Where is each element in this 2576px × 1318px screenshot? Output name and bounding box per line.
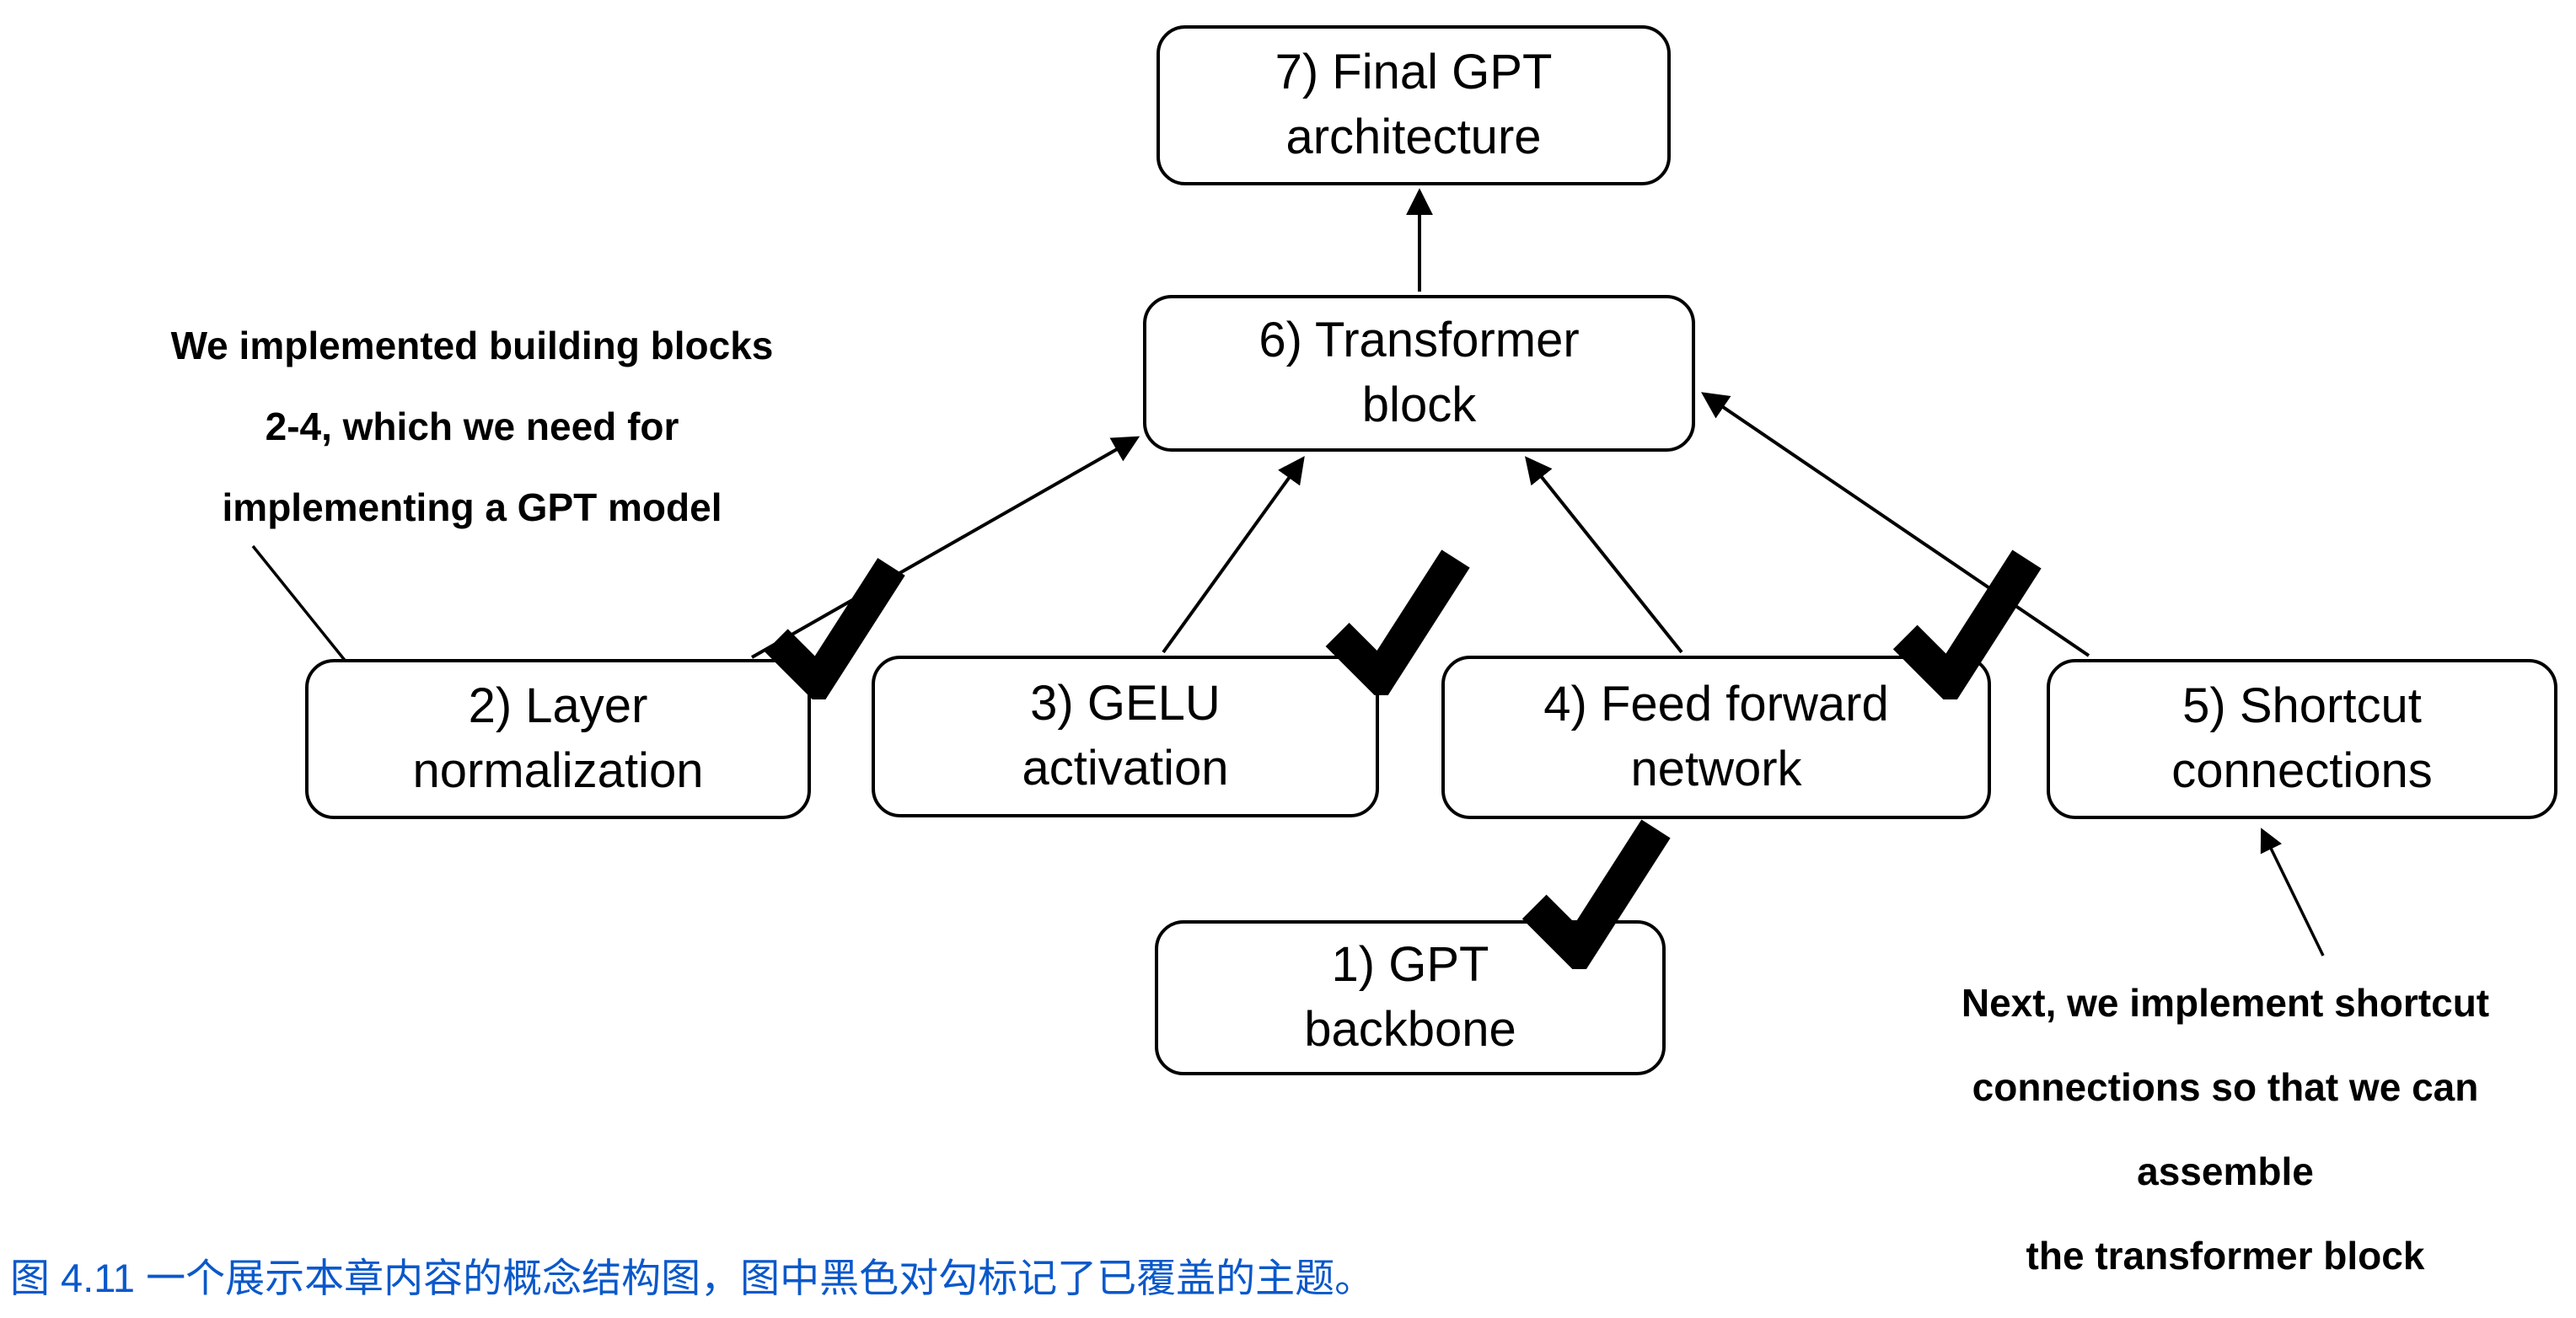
- annotation-implemented-blocks: We implemented building blocks 2-4, whic…: [110, 305, 835, 548]
- annotation-next-shortcut: Next, we implement shortcut connections …: [1880, 961, 2571, 1298]
- annotation-line: We implemented building blocks: [170, 324, 774, 367]
- node-label-line: activation: [1022, 741, 1229, 796]
- node-label-line: connections: [2171, 743, 2433, 798]
- check-icon: [1892, 549, 2042, 699]
- node-label-line: 3) GELU: [1030, 676, 1221, 731]
- annotation-line: implementing a GPT model: [222, 485, 722, 529]
- node-label-line: backbone: [1304, 1002, 1516, 1057]
- check-icon: [1325, 549, 1470, 695]
- annotation-line: Next, we implement shortcut: [1961, 981, 2490, 1025]
- node-label-line: architecture: [1285, 110, 1542, 164]
- node-label-line: 2) Layer: [468, 678, 648, 734]
- edge-annotation-right-to-shortcut: [2260, 828, 2325, 956]
- check-icon: [1521, 819, 1671, 969]
- node-label-line: block: [1361, 378, 1477, 432]
- node-shortcut-connections: 5) Shortcut connections: [2047, 659, 2557, 819]
- node-label-line: 1) GPT: [1331, 937, 1489, 993]
- edge-feed-forward-to-transformer-block: [1525, 456, 1683, 654]
- node-label-line: 5) Shortcut: [2182, 678, 2422, 734]
- node-feed-forward-network: 4) Feed forward network: [1441, 656, 1991, 819]
- node-label-line: 6) Transformer: [1258, 313, 1580, 368]
- node-label-line: normalization: [412, 743, 704, 798]
- node-final-gpt-architecture: 7) Final GPT architecture: [1157, 25, 1671, 185]
- node-label-line: 4) Feed forward: [1543, 677, 1889, 732]
- check-icon: [765, 558, 905, 699]
- annotation-line: connections so that we can assemble: [1972, 1065, 2479, 1193]
- node-gelu-activation: 3) GELU activation: [872, 656, 1379, 817]
- edge-gelu-to-transformer-block: [1162, 456, 1305, 654]
- node-layer-normalization: 2) Layer normalization: [305, 659, 811, 819]
- node-transformer-block: 6) Transformer block: [1143, 295, 1695, 452]
- node-label-line: network: [1630, 742, 1802, 796]
- annotation-line: 2-4, which we need for: [265, 405, 679, 448]
- figure-caption: 图 4.11 一个展示本章内容的概念结构图，图中黑色对勾标记了已覆盖的主题。: [10, 1256, 1375, 1300]
- node-label-line: 7) Final GPT: [1275, 45, 1553, 100]
- annotation-line: the transformer block: [2026, 1234, 2425, 1278]
